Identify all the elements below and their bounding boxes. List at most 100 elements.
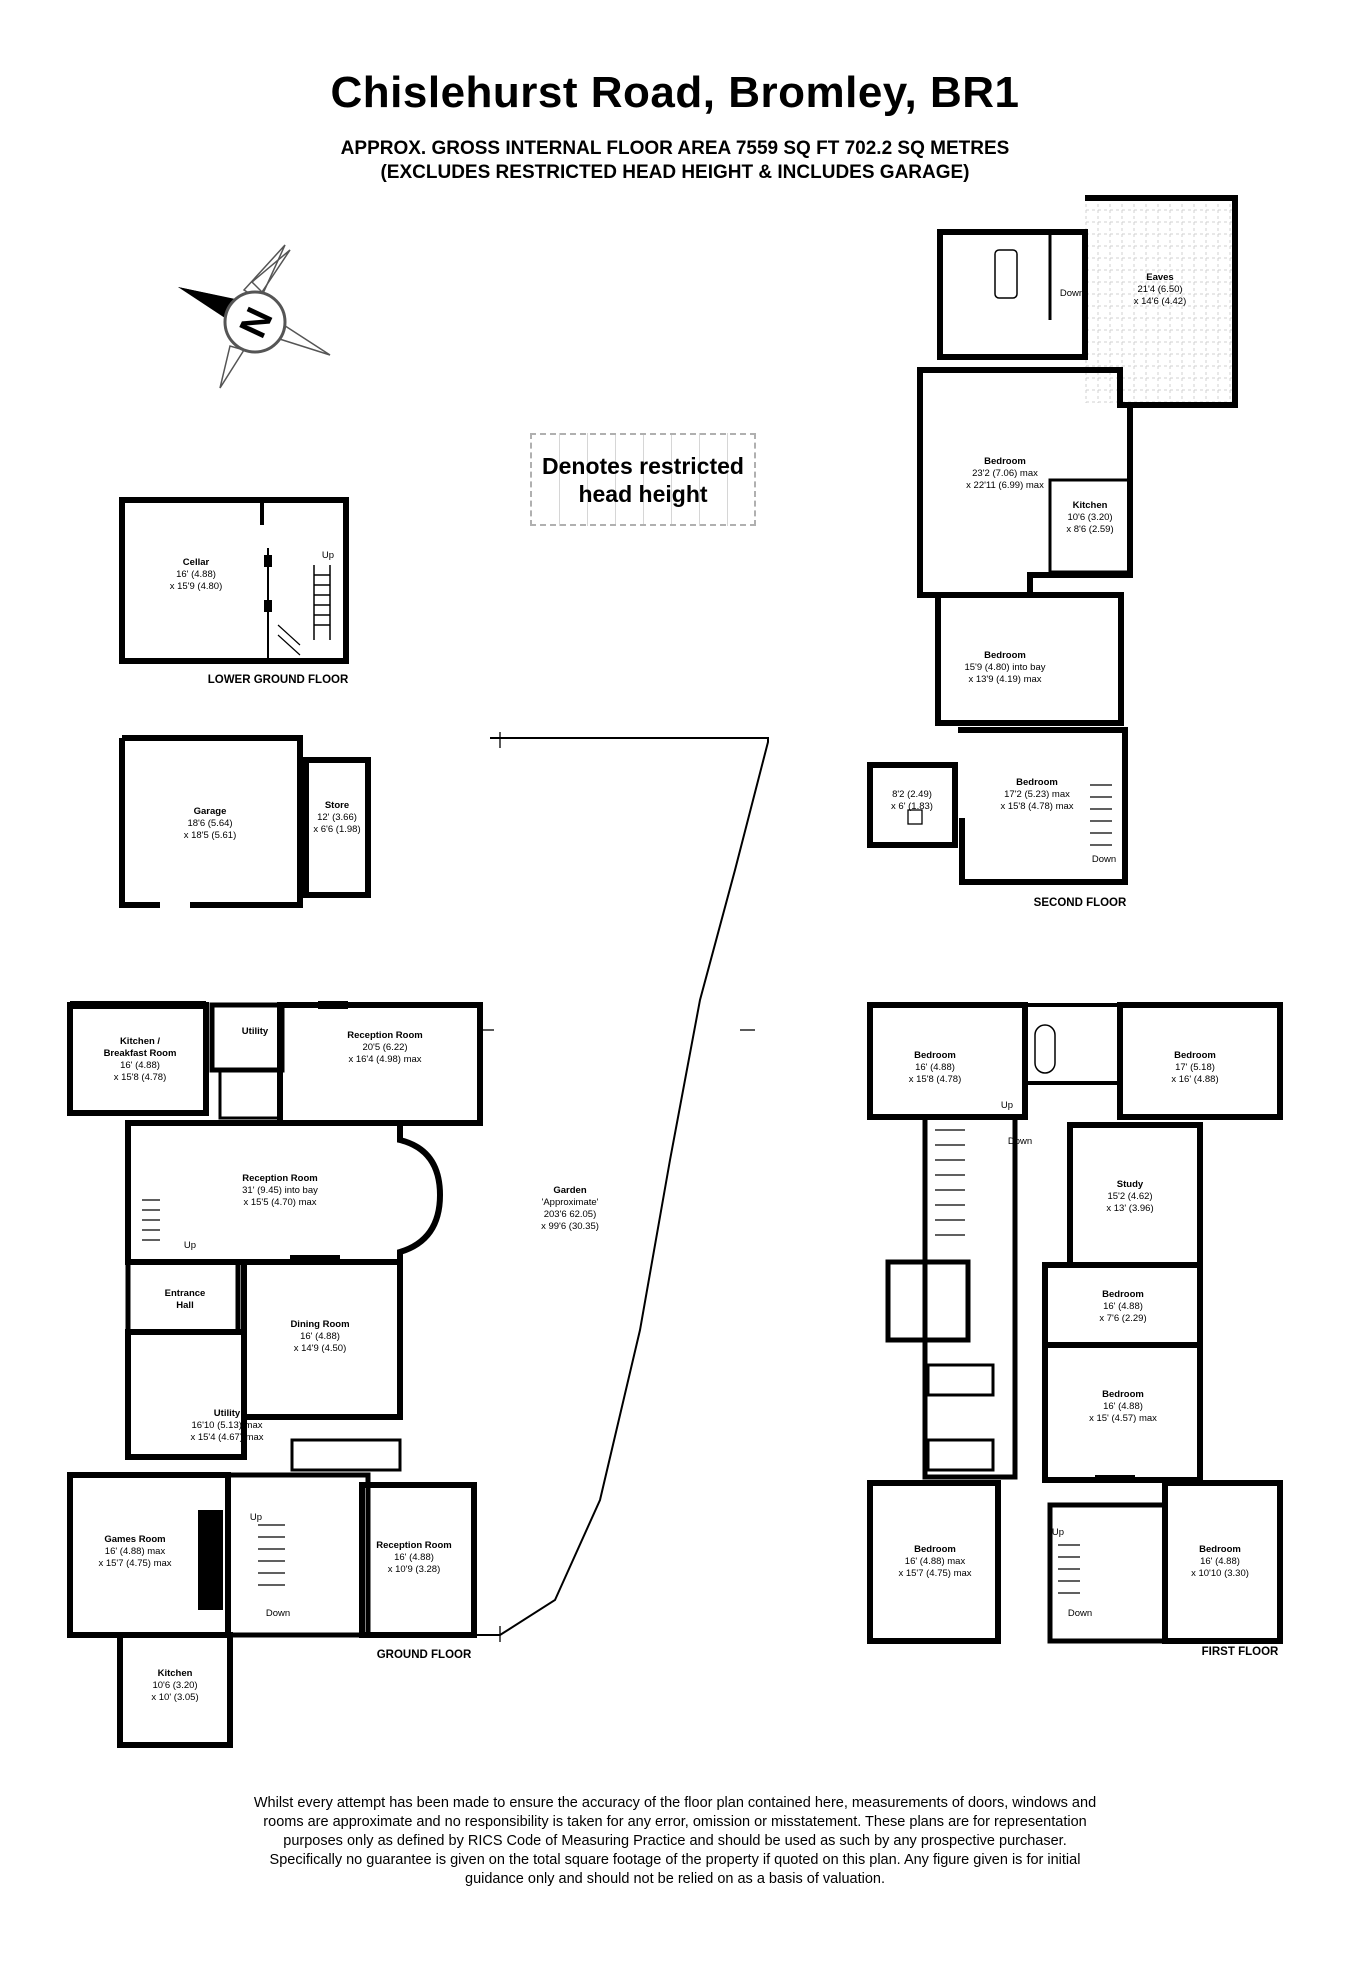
room-name-bedroom-s3: Bedroom: [1016, 777, 1058, 788]
room-dim-bedroom-s3-2: x 15'8 (4.78) max: [1000, 801, 1073, 812]
room-name-store: Store: [325, 800, 349, 811]
disclaimer-line: Whilst every attempt has been made to en…: [253, 1795, 1097, 1811]
room-dim-reception-2-1: 31' (9.45) into bay: [242, 1185, 318, 1196]
room-name-bedroom-f6: Bedroom: [1199, 1544, 1241, 1555]
stair-up-label-ground-2: Up: [250, 1512, 262, 1523]
stair-down-label-second: Down: [1060, 288, 1084, 299]
room-dim-bedroom-f2-1: 17' (5.18): [1175, 1062, 1215, 1073]
restricted-height-legend: Denotes restricted head height: [530, 433, 756, 526]
room-dim-reception-1-1: 20'5 (6.22): [362, 1042, 407, 1053]
room-dim-bedroom-f3-2: x 7'6 (2.29): [1099, 1313, 1146, 1324]
room-dim-bedroom-f6-1: 16' (4.88): [1200, 1556, 1240, 1567]
room-name-study: Study: [1117, 1179, 1144, 1190]
room-name-eaves: Eaves: [1146, 272, 1173, 283]
room-name-kitchen-breakfast-2: Breakfast Room: [104, 1048, 177, 1059]
room-name-bedroom-f2: Bedroom: [1174, 1050, 1216, 1061]
room-name-bedroom-f1: Bedroom: [914, 1050, 956, 1061]
room-dim-bedroom-f2-2: x 16' (4.88): [1171, 1074, 1218, 1085]
room-name-utility-small: Utility: [242, 1026, 269, 1037]
room-dim-small-second-1: 8'2 (2.49): [892, 789, 932, 800]
floor-title-first: FIRST FLOOR: [1202, 1646, 1279, 1658]
lower-ground-floor-plan: [119, 497, 349, 664]
disclaimer-line: purposes only as defined by RICS Code of…: [283, 1833, 1067, 1849]
room-dim-garage-1: 18'6 (5.64): [187, 818, 232, 829]
room-dim-dining-2: x 14'9 (4.50): [294, 1343, 347, 1354]
room-dim-store-2: x 6'6 (1.98): [313, 824, 360, 835]
room-dim-kitchen-second-1: 10'6 (3.20): [1067, 512, 1112, 523]
room-dim-small-second-2: x 6' (1.83): [891, 801, 933, 812]
stair-up-label: Up: [322, 550, 334, 561]
room-dim-bedroom-f4-1: 16' (4.88): [1103, 1401, 1143, 1412]
room-dim-bedroom-f4-2: x 15' (4.57) max: [1089, 1413, 1157, 1424]
room-dim-utility-large-1: 16'10 (5.13) max: [192, 1420, 263, 1431]
first-floor-plan: [867, 1002, 1283, 1644]
room-dim-bedroom-s1-1: 23'2 (7.06) max: [972, 468, 1038, 479]
room-dim-reception-3-2: x 10'9 (3.28): [388, 1564, 441, 1575]
stair-down-label-second-2: Down: [1092, 854, 1116, 865]
ground-floor-plan: [67, 732, 769, 1748]
garden-name: Garden: [553, 1185, 586, 1196]
floor-title-ground: GROUND FLOOR: [377, 1649, 472, 1661]
room-dim-bedroom-s2-1: 15'9 (4.80) into bay: [964, 662, 1045, 673]
room-name-garage: Garage: [194, 806, 227, 817]
room-name-bedroom-f5: Bedroom: [914, 1544, 956, 1555]
room-dim-garage-2: x 18'5 (5.61): [184, 830, 237, 841]
room-name-reception-2: Reception Room: [242, 1173, 317, 1184]
room-name-dining: Dining Room: [290, 1319, 349, 1330]
room-dim-utility-large-2: x 15'4 (4.67) max: [190, 1432, 263, 1443]
room-dim-bedroom-f3-1: 16' (4.88): [1103, 1301, 1143, 1312]
legend-line-1: Denotes restricted: [542, 452, 744, 479]
room-dim-reception-1-2: x 16'4 (4.98) max: [348, 1054, 421, 1065]
room-name-kitchen-second: Kitchen: [1073, 500, 1108, 511]
floor-titles: LOWER GROUND FLOOR GROUND FLOOR FIRST FL…: [208, 674, 1279, 1661]
stair-down-label-first-2: Down: [1068, 1608, 1092, 1619]
room-dim-cellar-1: 16' (4.88): [176, 569, 216, 580]
stair-down-label-ground: Down: [266, 1608, 290, 1619]
floor-title-lower-ground: LOWER GROUND FLOOR: [208, 674, 349, 686]
room-name-entrance-hall-1: Entrance: [165, 1288, 206, 1299]
room-name-utility-large: Utility: [214, 1408, 241, 1419]
second-floor-plan: [867, 195, 1238, 885]
garden-dim-2: x 99'6 (30.35): [541, 1221, 599, 1232]
garden-dim-1: 203'6 62.05): [544, 1209, 597, 1220]
disclaimer-line: rooms are approximate and no responsibil…: [263, 1814, 1087, 1830]
room-dim-eaves-1: 21'4 (6.50): [1137, 284, 1182, 295]
room-dim-kitchen-ground-1: 10'6 (3.20): [152, 1680, 197, 1691]
disclaimer: Whilst every attempt has been made to en…: [170, 1794, 1180, 1889]
floor-area-note: (EXCLUDES RESTRICTED HEAD HEIGHT & INCLU…: [380, 162, 970, 183]
room-name-cellar: Cellar: [183, 557, 210, 568]
room-dim-reception-2-2: x 15'5 (4.70) max: [243, 1197, 316, 1208]
room-name-bedroom-s1: Bedroom: [984, 456, 1026, 467]
room-name-bedroom-s2: Bedroom: [984, 650, 1026, 661]
room-name-games: Games Room: [104, 1534, 165, 1545]
room-dim-reception-3-1: 16' (4.88): [394, 1552, 434, 1563]
room-dim-bedroom-s3-1: 17'2 (5.23) max: [1004, 789, 1070, 800]
floor-title-second: SECOND FLOOR: [1034, 897, 1127, 909]
room-name-entrance-hall-2: Hall: [176, 1300, 193, 1311]
room-dim-bedroom-f5-2: x 15'7 (4.75) max: [898, 1568, 971, 1579]
room-dim-kitchen-ground-2: x 10' (3.05): [151, 1692, 198, 1703]
stair-up-label-first-2: Up: [1052, 1527, 1064, 1538]
room-dim-bedroom-f1-2: x 15'8 (4.78): [909, 1074, 962, 1085]
room-dim-bedroom-f1-1: 16' (4.88): [915, 1062, 955, 1073]
room-dim-kitchen-second-2: x 8'6 (2.59): [1066, 524, 1113, 535]
room-dim-bedroom-f6-2: x 10'10 (3.30): [1191, 1568, 1249, 1579]
room-dim-games-2: x 15'7 (4.75) max: [98, 1558, 171, 1569]
room-dim-bedroom-s1-2: x 22'11 (6.99) max: [966, 480, 1044, 491]
stair-down-label-first: Down: [1008, 1136, 1032, 1147]
room-dim-kitchen-breakfast-1: 16' (4.88): [120, 1060, 160, 1071]
room-name-kitchen-breakfast-1: Kitchen /: [120, 1036, 160, 1047]
disclaimer-line: guidance only and should not be relied o…: [465, 1871, 885, 1887]
room-dim-cellar-2: x 15'9 (4.80): [170, 581, 223, 592]
stair-up-label-ground: Up: [184, 1240, 196, 1251]
floor-area-line: APPROX. GROSS INTERNAL FLOOR AREA 7559 S…: [340, 138, 1010, 159]
disclaimer-line: Specifically no guarantee is given on th…: [269, 1852, 1081, 1868]
room-name-reception-1: Reception Room: [347, 1030, 422, 1041]
stair-up-label-first: Up: [1001, 1100, 1013, 1111]
room-name-bedroom-f4: Bedroom: [1102, 1389, 1144, 1400]
compass-rose-icon: N: [178, 244, 331, 389]
room-name-kitchen-ground: Kitchen: [158, 1668, 193, 1679]
room-labels: Cellar 16' (4.88) x 15'9 (4.80) Up Garag…: [98, 272, 1248, 1703]
room-dim-dining-1: 16' (4.88): [300, 1331, 340, 1342]
